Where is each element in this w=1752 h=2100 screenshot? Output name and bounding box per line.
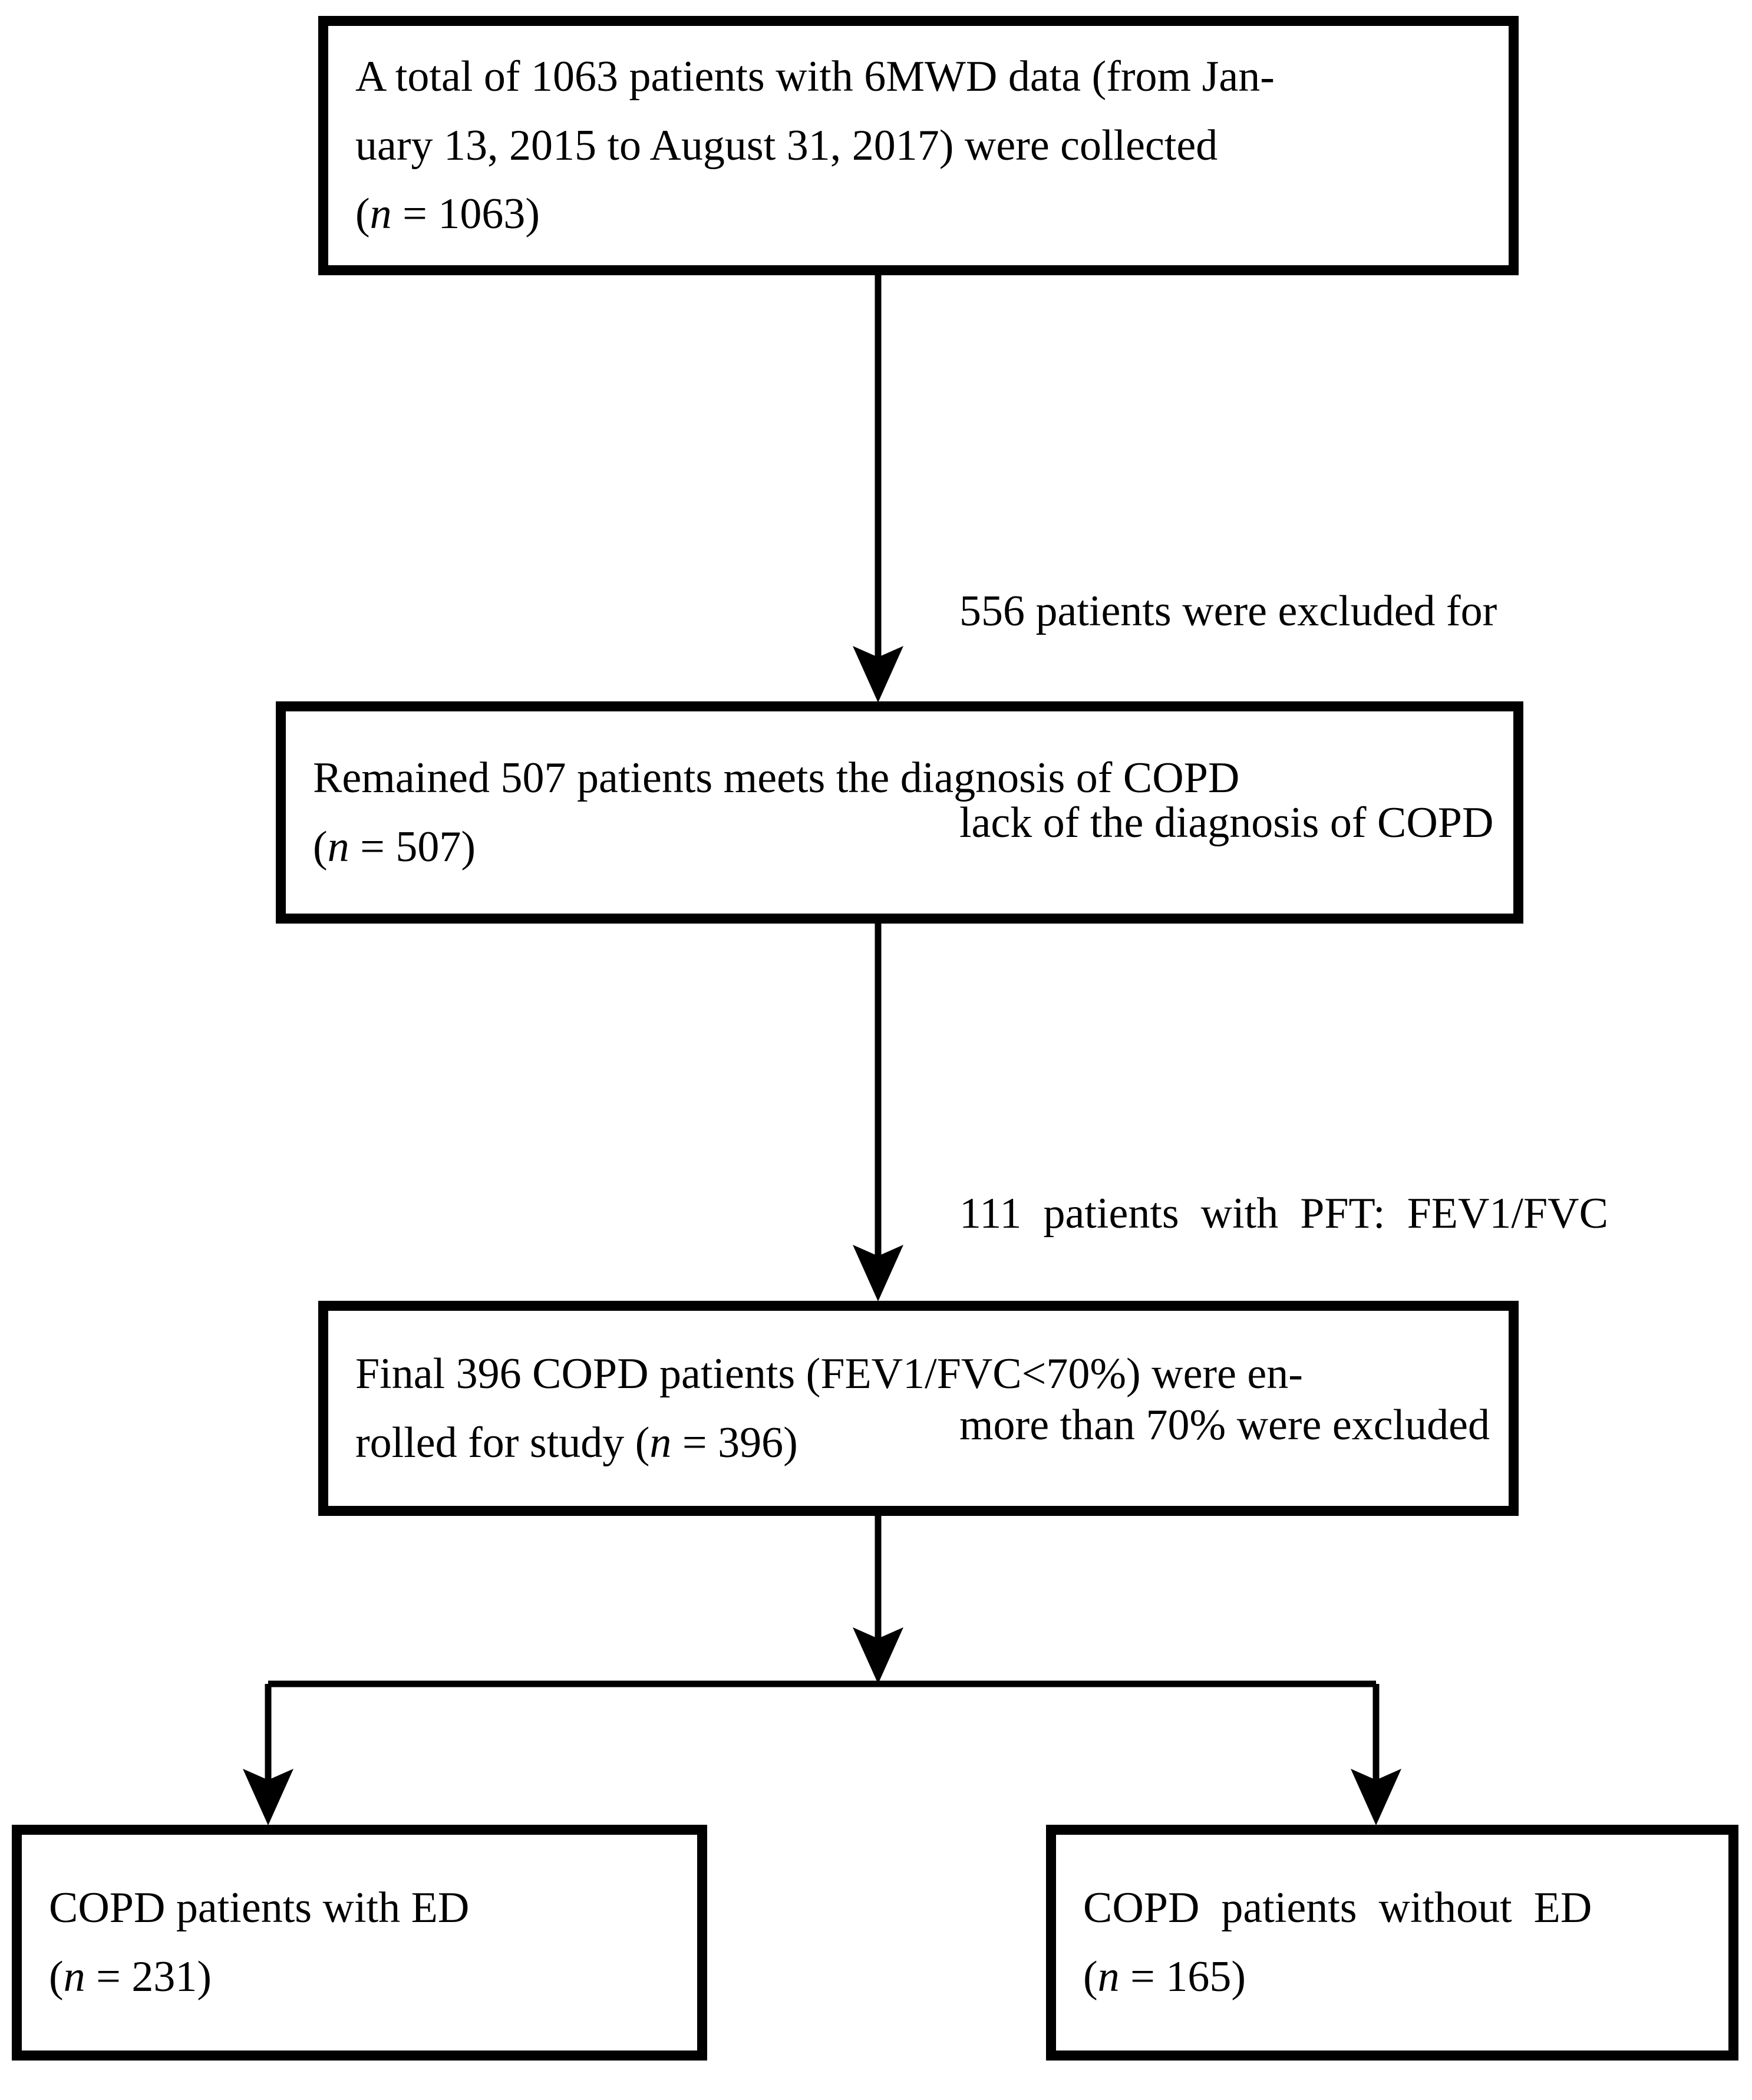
edge-label-excluded-no-copd-line2: lack of the diagnosis of COPD bbox=[959, 799, 1494, 848]
node-without-ed-line1: COPD patients without ED bbox=[1083, 1884, 1592, 1933]
node-remained-count-value: = 507) bbox=[349, 822, 476, 871]
arrowhead-total-to-remained bbox=[853, 646, 903, 703]
node-total-count-value: = 1063) bbox=[391, 190, 540, 239]
node-without-ed-count-paren: ( bbox=[1083, 1953, 1098, 2001]
node-remained-patients: Remained 507 patients meets the diagnosi… bbox=[276, 701, 1523, 924]
edge-label-excluded-no-copd: 556 patients were excluded for lack of t… bbox=[959, 435, 1619, 1000]
node-final-line2-pre: rolled for study ( bbox=[355, 1418, 650, 1467]
edge-label-excluded-pft-line2: more than 70% were excluded bbox=[959, 1401, 1490, 1450]
node-copd-without-ed: COPD patients without ED (n = 165) bbox=[1046, 1825, 1738, 2061]
arrowhead-branch-to-without-ed bbox=[1351, 1769, 1401, 1825]
node-total-count-var: n bbox=[369, 190, 392, 239]
node-final-line1: Final 396 COPD patients (FEV1/FVC<70%) w… bbox=[355, 1349, 1303, 1398]
node-final-enrolled: Final 396 COPD patients (FEV1/FVC<70%) w… bbox=[318, 1301, 1519, 1516]
node-remained-count: (n = 507) bbox=[286, 813, 1513, 882]
node-total-line2: uary 13, 2015 to August 31, 2017) were c… bbox=[355, 121, 1218, 170]
node-remained-count-paren: ( bbox=[313, 822, 328, 871]
arrowhead-final-to-branch bbox=[853, 1627, 903, 1684]
node-copd-with-ed: COPD patients with ED (n = 231) bbox=[12, 1825, 707, 2061]
arrowhead-branch-to-with-ed bbox=[243, 1769, 293, 1825]
node-total-count-paren: ( bbox=[355, 190, 370, 239]
node-without-ed-count-value: = 165) bbox=[1119, 1953, 1246, 2001]
node-final-count-value: = 396) bbox=[671, 1418, 798, 1467]
arrowhead-remained-to-final bbox=[853, 1245, 903, 1301]
node-total-patients: A total of 1063 patients with 6MWD data … bbox=[318, 16, 1519, 275]
node-without-ed-count: (n = 165) bbox=[1056, 1943, 1728, 2012]
node-total-count: (n = 1063) bbox=[328, 180, 1509, 249]
node-remained-count-var: n bbox=[327, 822, 349, 871]
edge-label-excluded-no-copd-line1: 556 patients were excluded for bbox=[959, 586, 1497, 635]
node-with-ed-count-paren: ( bbox=[49, 1953, 64, 2001]
node-with-ed-count-var: n bbox=[63, 1953, 85, 2001]
node-without-ed-count-var: n bbox=[1097, 1953, 1120, 2001]
node-with-ed-count-value: = 231) bbox=[85, 1953, 212, 2001]
node-final-line2: rolled for study (n = 396) bbox=[328, 1409, 1509, 1478]
edge-label-excluded-pft: 111 patients with PFT: FEV1/FVC more tha… bbox=[959, 1037, 1743, 1603]
edge-label-excluded-pft-line1: 111 patients with PFT: FEV1/FVC bbox=[959, 1189, 1608, 1238]
node-with-ed-line1: COPD patients with ED bbox=[49, 1884, 470, 1933]
node-with-ed-count: (n = 231) bbox=[22, 1943, 697, 2012]
node-remained-line1: Remained 507 patients meets the diagnosi… bbox=[313, 753, 1240, 802]
node-final-count-var: n bbox=[649, 1418, 672, 1467]
node-total-line1: A total of 1063 patients with 6MWD data … bbox=[355, 52, 1275, 101]
